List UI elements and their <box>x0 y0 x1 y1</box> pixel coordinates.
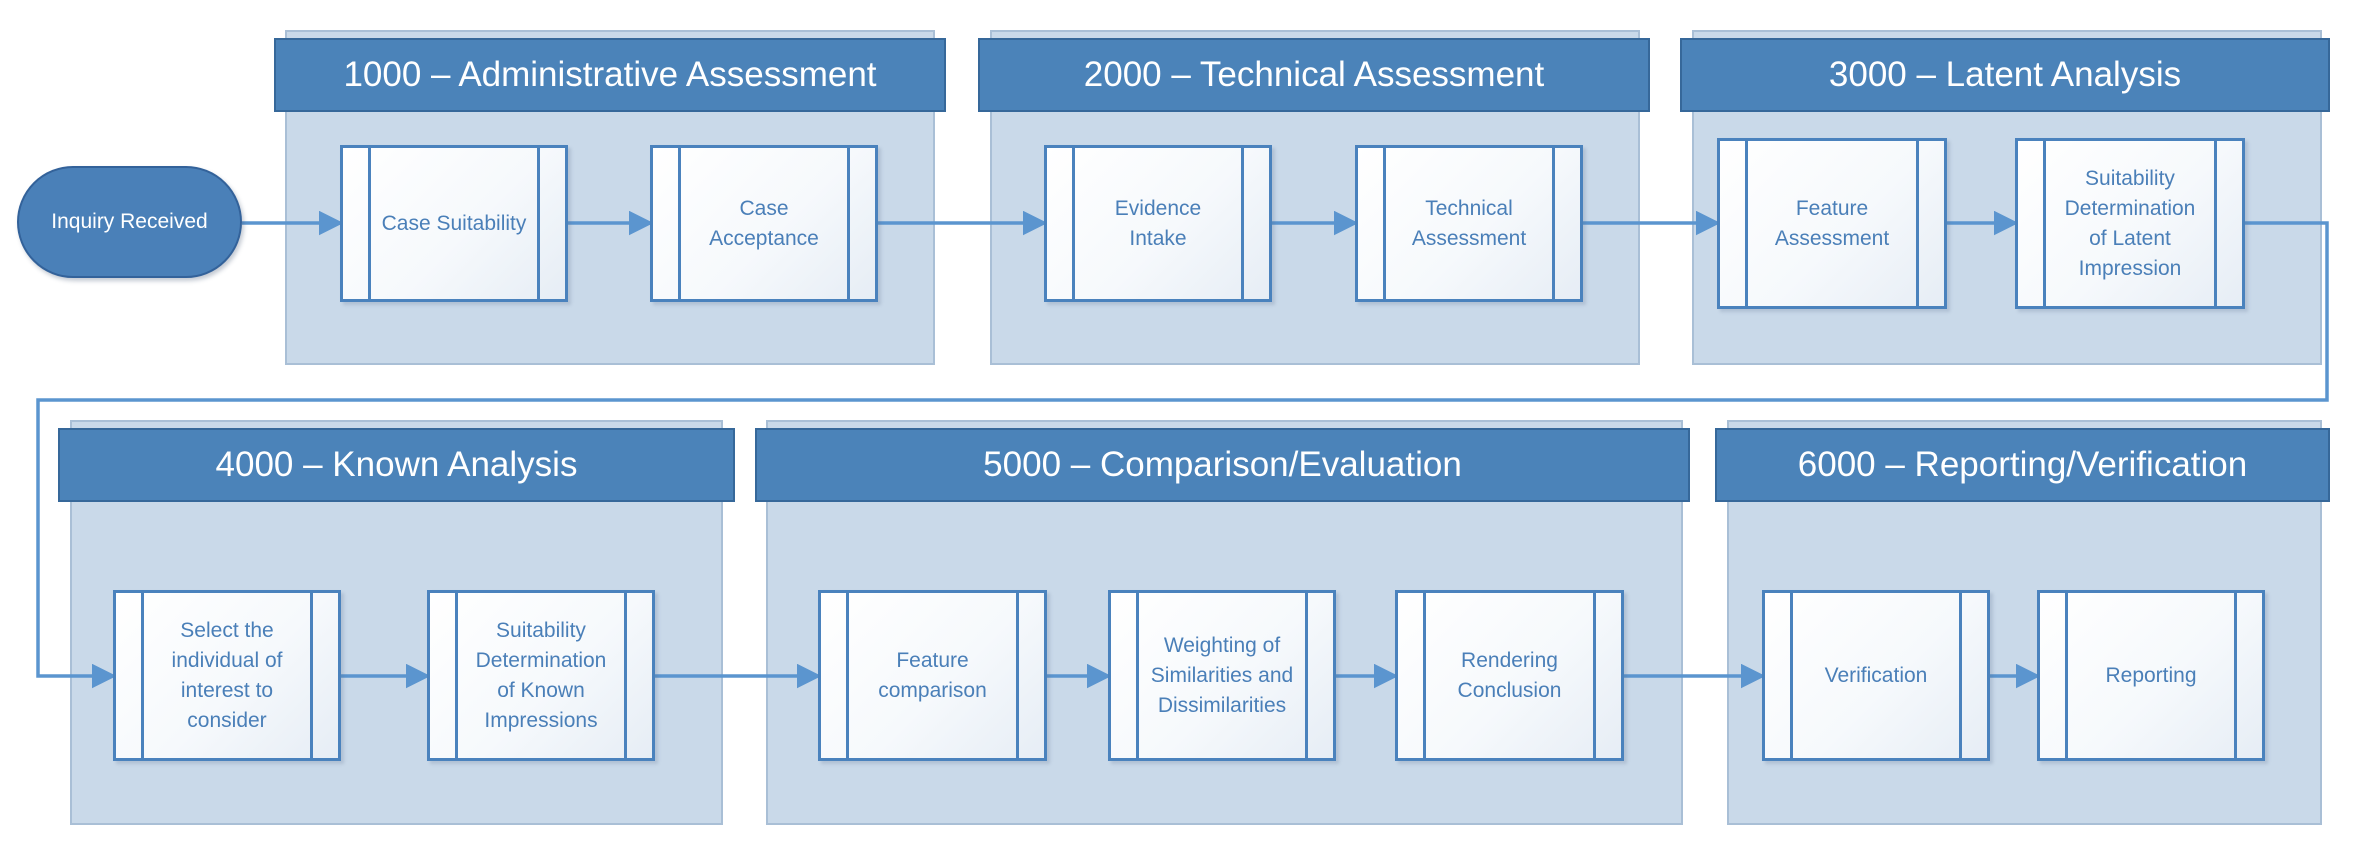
process-label: Technical Assessment <box>1411 196 1527 250</box>
process-right-bar <box>1016 593 1044 758</box>
process-left-bar <box>1047 148 1075 299</box>
process-suitability-latent-impression: Suitability Determination of Latent Impr… <box>2015 138 2245 309</box>
process-right-bar <box>1593 593 1621 758</box>
process-right-bar <box>2234 593 2262 758</box>
phase-header-2000: 2000 – Technical Assessment <box>978 38 1650 112</box>
process-label: Feature Assessment <box>1774 196 1890 250</box>
process-label: Feature comparison <box>878 648 987 702</box>
phase-header-3000: 3000 – Latent Analysis <box>1680 38 2330 112</box>
process-left-bar <box>653 148 681 299</box>
process-left-bar <box>116 593 144 758</box>
process-right-bar <box>847 148 875 299</box>
process-left-bar <box>1765 593 1793 758</box>
process-label: Evidence Intake <box>1114 196 1202 250</box>
process-label: Case Suitability <box>381 211 527 235</box>
process-left-bar <box>343 148 371 299</box>
process-right-bar <box>1241 148 1269 299</box>
process-left-bar <box>2040 593 2068 758</box>
process-feature-assessment: Feature Assessment <box>1717 138 1947 309</box>
process-suitability-known-impressions: Suitability Determination of Known Impre… <box>427 590 655 761</box>
process-select-individual: Select the individual of interest to con… <box>113 590 341 761</box>
process-right-bar <box>310 593 338 758</box>
process-left-bar <box>1358 148 1386 299</box>
process-right-bar <box>1959 593 1987 758</box>
process-right-bar <box>537 148 565 299</box>
process-left-bar <box>2018 141 2046 306</box>
process-label: Case Acceptance <box>709 196 819 250</box>
process-evidence-intake: Evidence Intake <box>1044 145 1272 302</box>
process-right-bar <box>1916 141 1944 306</box>
phase-header-1000: 1000 – Administrative Assessment <box>274 38 946 112</box>
start-terminal-label: Inquiry Received <box>51 210 208 233</box>
process-label: Suitability Determination of Latent Impr… <box>2064 166 2196 280</box>
phase-header-4000: 4000 – Known Analysis <box>58 428 735 502</box>
start-terminal-inquiry-received: Inquiry Received <box>17 166 242 278</box>
phase-header-5000: 5000 – Comparison/Evaluation <box>755 428 1690 502</box>
process-label: Weighting of Similarities and Dissimilar… <box>1150 633 1294 717</box>
process-weighting: Weighting of Similarities and Dissimilar… <box>1108 590 1336 761</box>
process-label: Verification <box>1824 663 1928 687</box>
process-right-bar <box>624 593 652 758</box>
process-left-bar <box>1720 141 1748 306</box>
process-technical-assessment: Technical Assessment <box>1355 145 1583 302</box>
process-right-bar <box>2214 141 2242 306</box>
process-right-bar <box>1305 593 1333 758</box>
process-left-bar <box>1111 593 1139 758</box>
process-feature-comparison: Feature comparison <box>818 590 1047 761</box>
process-case-suitability: Case Suitability <box>340 145 568 302</box>
process-right-bar <box>1552 148 1580 299</box>
process-label: Rendering Conclusion <box>1457 648 1562 702</box>
process-label: Reporting <box>2105 663 2197 687</box>
process-left-bar <box>1398 593 1426 758</box>
process-reporting: Reporting <box>2037 590 2265 761</box>
process-case-acceptance: Case Acceptance <box>650 145 878 302</box>
process-label: Select the individual of interest to con… <box>171 618 283 732</box>
process-rendering-conclusion: Rendering Conclusion <box>1395 590 1624 761</box>
process-label: Suitability Determination of Known Impre… <box>475 618 607 732</box>
phase-header-6000: 6000 – Reporting/Verification <box>1715 428 2330 502</box>
process-left-bar <box>821 593 849 758</box>
process-verification: Verification <box>1762 590 1990 761</box>
process-left-bar <box>430 593 458 758</box>
